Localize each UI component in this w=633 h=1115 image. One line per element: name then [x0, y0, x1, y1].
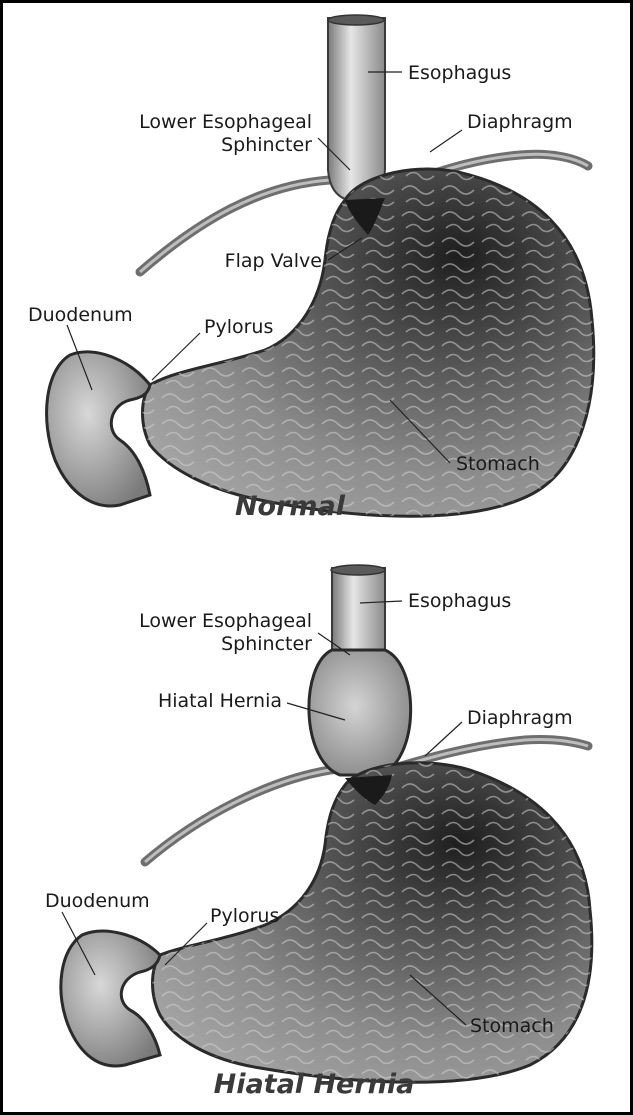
label-duodenum: Duodenum: [28, 304, 133, 326]
label-duodenum: Duodenum: [45, 890, 150, 912]
hiatal-hernia-shape: [309, 650, 411, 775]
esophagus-shape: [332, 568, 385, 660]
leader-diaphragm: [430, 130, 462, 152]
label-les-line2: Sphincter: [221, 134, 312, 156]
duodenum-shape: [61, 931, 160, 1066]
label-diaphragm: Diaphragm: [467, 707, 573, 729]
label-esophagus: Esophagus: [408, 590, 511, 612]
label-les-line2: Sphincter: [221, 633, 312, 655]
label-diaphragm: Diaphragm: [467, 111, 573, 133]
label-hiatal-hernia: Hiatal Hernia: [158, 690, 282, 712]
label-esophagus: Esophagus: [408, 62, 511, 84]
duodenum-shape: [47, 352, 150, 506]
label-les-line1: Lower Esophageal: [139, 610, 312, 632]
label-stomach: Stomach: [470, 1015, 554, 1037]
panel-hiatal-hernia: Esophagus Lower Esophageal Sphincter Hia…: [45, 565, 592, 1100]
title-normal: Normal: [235, 491, 346, 522]
label-stomach: Stomach: [456, 453, 540, 475]
esophagus-shape: [328, 18, 385, 200]
label-pylorus: Pylorus: [204, 316, 273, 338]
title-hiatal-hernia: Hiatal Hernia: [214, 1069, 415, 1100]
label-les-line1: Lower Esophageal: [139, 111, 312, 133]
label-pylorus: Pylorus: [210, 905, 279, 927]
label-flap-valve: Flap Valve: [225, 250, 322, 272]
panel-normal: Esophagus Lower Esophageal Sphincter Dia…: [28, 15, 594, 522]
